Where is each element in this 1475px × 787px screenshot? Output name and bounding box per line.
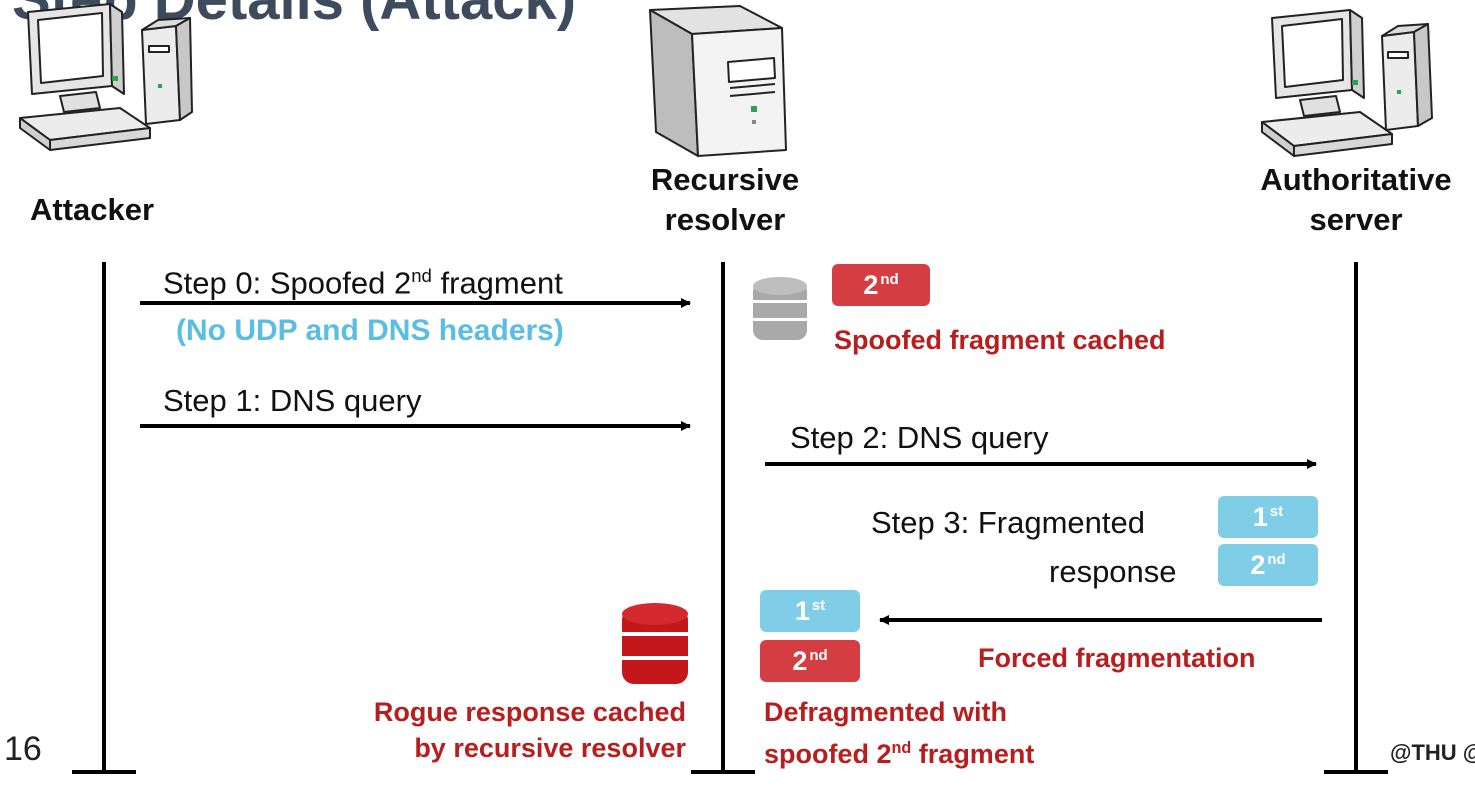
defragmented-line2: spoofed 2nd fragment [764,730,1034,772]
credit-text: @THU @UC [1390,740,1475,765]
resolver-label: Recursive resolver [620,160,830,240]
step2-label: Step 2: DNS query [790,420,1049,455]
authoritative-server-computer-icon [1261,9,1433,157]
forced-fragmentation-label: Forced fragmentation [978,643,1256,673]
server-label-line1: Authoritative [1260,162,1452,197]
defragmented-line2-text: spoofed 2 [764,739,892,769]
resolver-tower-icon [649,5,787,157]
server-label: Authoritative server [1226,160,1475,240]
rogue-cached-line1: Rogue response cached [373,697,686,727]
defragmented-line2-suffix: fragment [911,739,1035,769]
fragment-suffix: nd [1267,550,1286,568]
page-number: 16 [4,730,42,768]
resolver-label-line1: Recursive [650,162,800,197]
step0-label-text: Step 0: Spoofed 2 [163,265,412,301]
fragment-number: 1 [794,595,810,626]
spoofed-cached-label: Spoofed fragment cached [834,325,1166,355]
step1-label: Step 1: DNS query [163,383,422,418]
step0-label-suffix: fragment [431,265,563,301]
step0-note: (No UDP and DNS headers) [176,314,564,347]
rogue-cached-line2: by recursive resolver [414,733,686,763]
fragment-suffix: nd [809,646,828,664]
lifelines [72,262,1388,774]
step3-label-line1: Step 3: Fragmented [871,505,1145,540]
fragment-number: 1 [1252,501,1268,532]
fragment-suffix: st [811,596,826,614]
fragment-suffix: nd [880,270,899,288]
fragment-number: 2 [863,269,879,300]
clean-cache-database-icon [753,277,807,340]
step0-label-sup: nd [411,265,432,286]
fragment-number: 2 [792,645,808,676]
defragmented-line1: Defragmented with [764,697,1008,727]
server-label-line2: server [1309,202,1403,237]
step3-label-line2: response [1049,554,1177,589]
fragment-suffix: st [1269,502,1284,520]
fragment-number: 2 [1250,549,1266,580]
defragmented-label: Defragmented with spoofed 2nd fragment [764,694,1034,772]
step0-label: Step 0: Spoofed 2nd fragment [163,258,563,301]
rogue-cache-database-icon [622,603,688,684]
attacker-computer-icon [19,3,193,151]
attacker-label: Attacker [30,192,155,227]
rogue-cached-label: Rogue response cached by recursive resol… [320,694,686,766]
defragmented-line2-sup: nd [891,739,912,757]
resolver-label-line2: resolver [664,202,786,237]
